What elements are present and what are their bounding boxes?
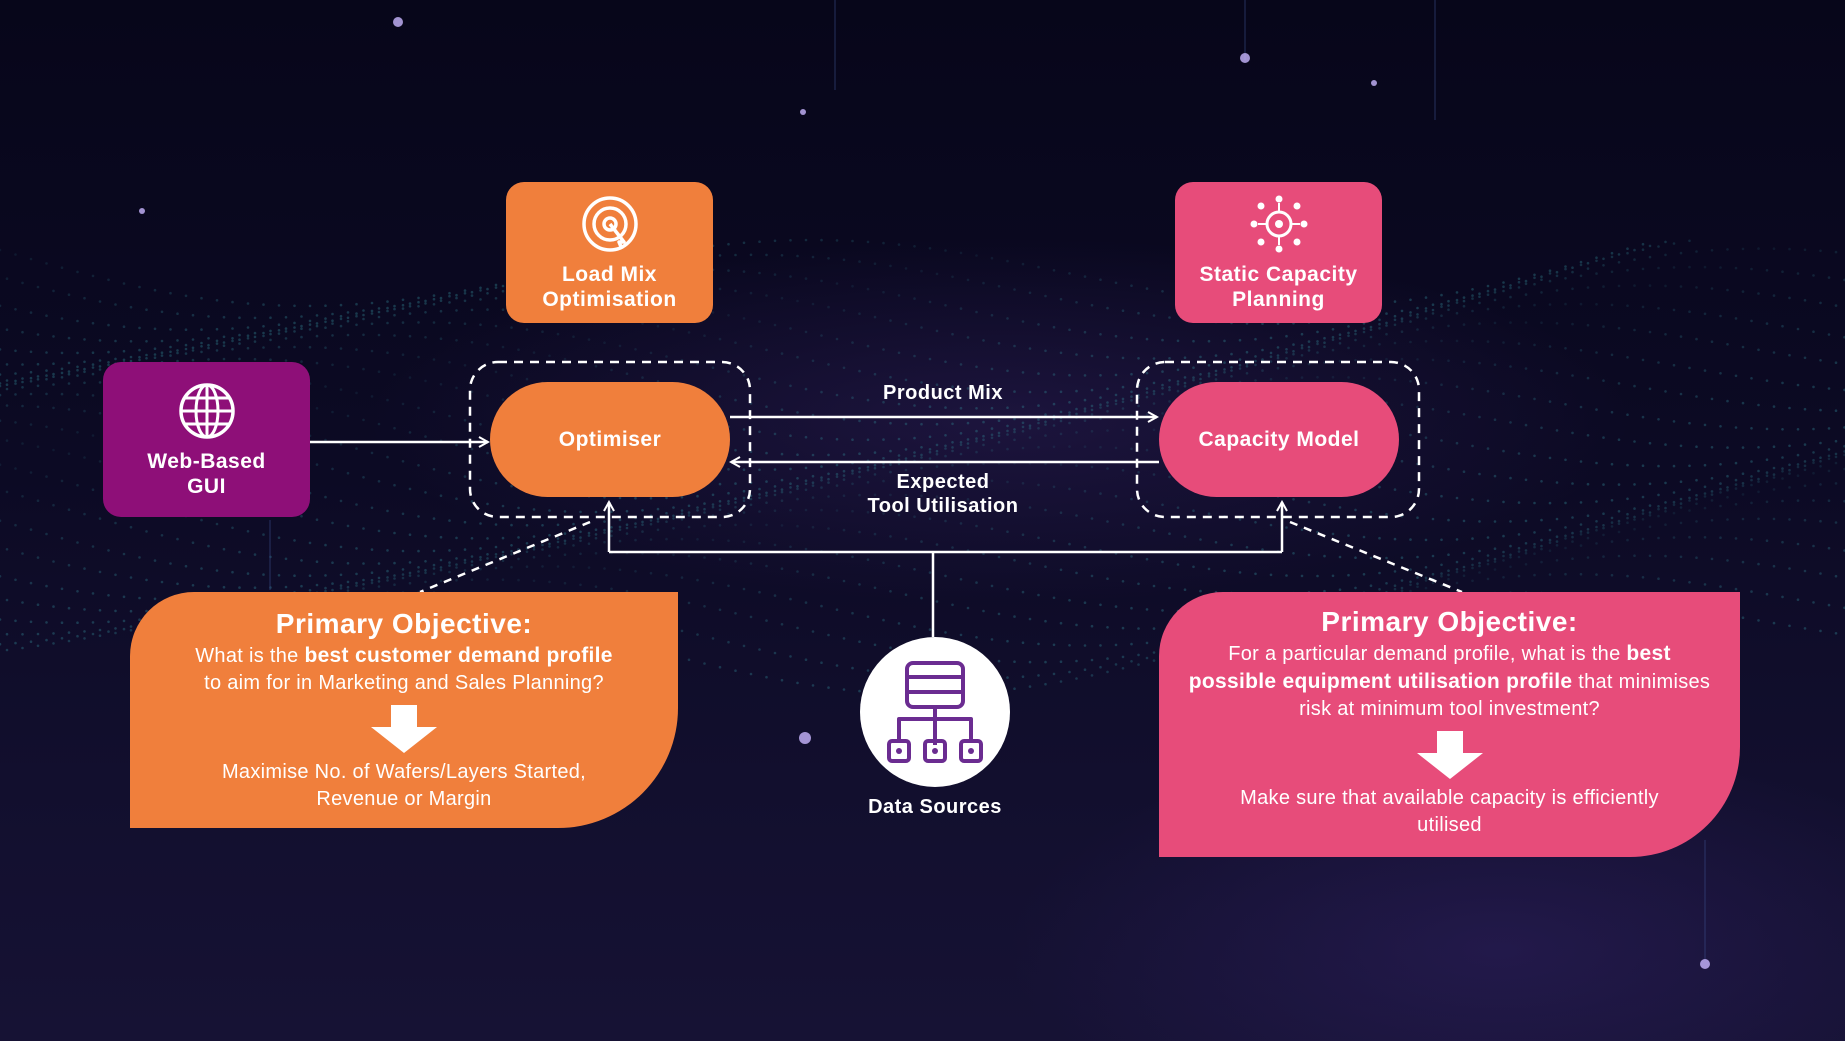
expected-line-2: Tool Utilisation (867, 495, 1019, 517)
left-objective-result: Maximise No. of Wafers/Layers Started, R… (221, 761, 587, 810)
static-capacity-planning-card: Static Capacity Planning (1175, 182, 1382, 323)
capacity-model-node: Capacity Model (1159, 382, 1399, 497)
left-objective-title: Primary Objective: (275, 608, 533, 639)
left-q-post: to aim for in Marketing and Sales Planni… (204, 672, 604, 694)
right-q-pre: For a particular demand profile, what is… (1228, 643, 1627, 665)
database-network-icon (887, 661, 983, 763)
down-arrow-icon (371, 705, 437, 753)
right-objective-result: Make sure that available capacity is eff… (1240, 787, 1659, 836)
left-q-pre: What is the (195, 645, 305, 667)
right-objective-question: For a particular demand profile, what is… (1185, 640, 1715, 723)
web-gui-label: Web-Based GUI (147, 449, 266, 498)
left-objective-panel: Primary Objective: What is the best cust… (130, 592, 678, 828)
product-mix-label: Product Mix (883, 382, 1003, 404)
optimiser-group-border (468, 360, 752, 519)
target-icon (581, 195, 638, 252)
left-objective-question: What is the best customer demand profile… (195, 642, 613, 697)
optimiser-label: Optimiser (558, 427, 662, 451)
capacity-model-label: Capacity Model (1198, 427, 1360, 451)
optimiser-node: Optimiser (490, 382, 730, 497)
right-q-post: that minimises risk at minimum tool inve… (1299, 671, 1711, 720)
web-based-gui-card: Web-Based GUI (103, 362, 310, 517)
capacity-group-border (1135, 360, 1421, 519)
expected-utilisation-label: Expected Tool Utilisation (843, 470, 1043, 518)
gear-network-icon (1250, 195, 1307, 252)
right-objective-title: Primary Objective: (1321, 606, 1578, 637)
down-arrow-icon (1416, 731, 1483, 779)
load-mix-optimisation-card: Load Mix Optimisation (506, 182, 713, 323)
left-q-bold: best customer demand profile (304, 644, 613, 667)
static-capacity-label: Static Capacity Planning (1199, 262, 1358, 311)
expected-line-1: Expected (896, 471, 990, 493)
right-q-bold: best possible equipment utilisation prof… (1188, 642, 1671, 693)
data-sources-node (860, 637, 1010, 787)
data-sources-label: Data Sources (868, 796, 1002, 818)
right-objective-panel: Primary Objective: For a particular dema… (1159, 592, 1740, 857)
globe-icon (178, 382, 235, 439)
load-mix-label: Load Mix Optimisation (542, 262, 677, 311)
